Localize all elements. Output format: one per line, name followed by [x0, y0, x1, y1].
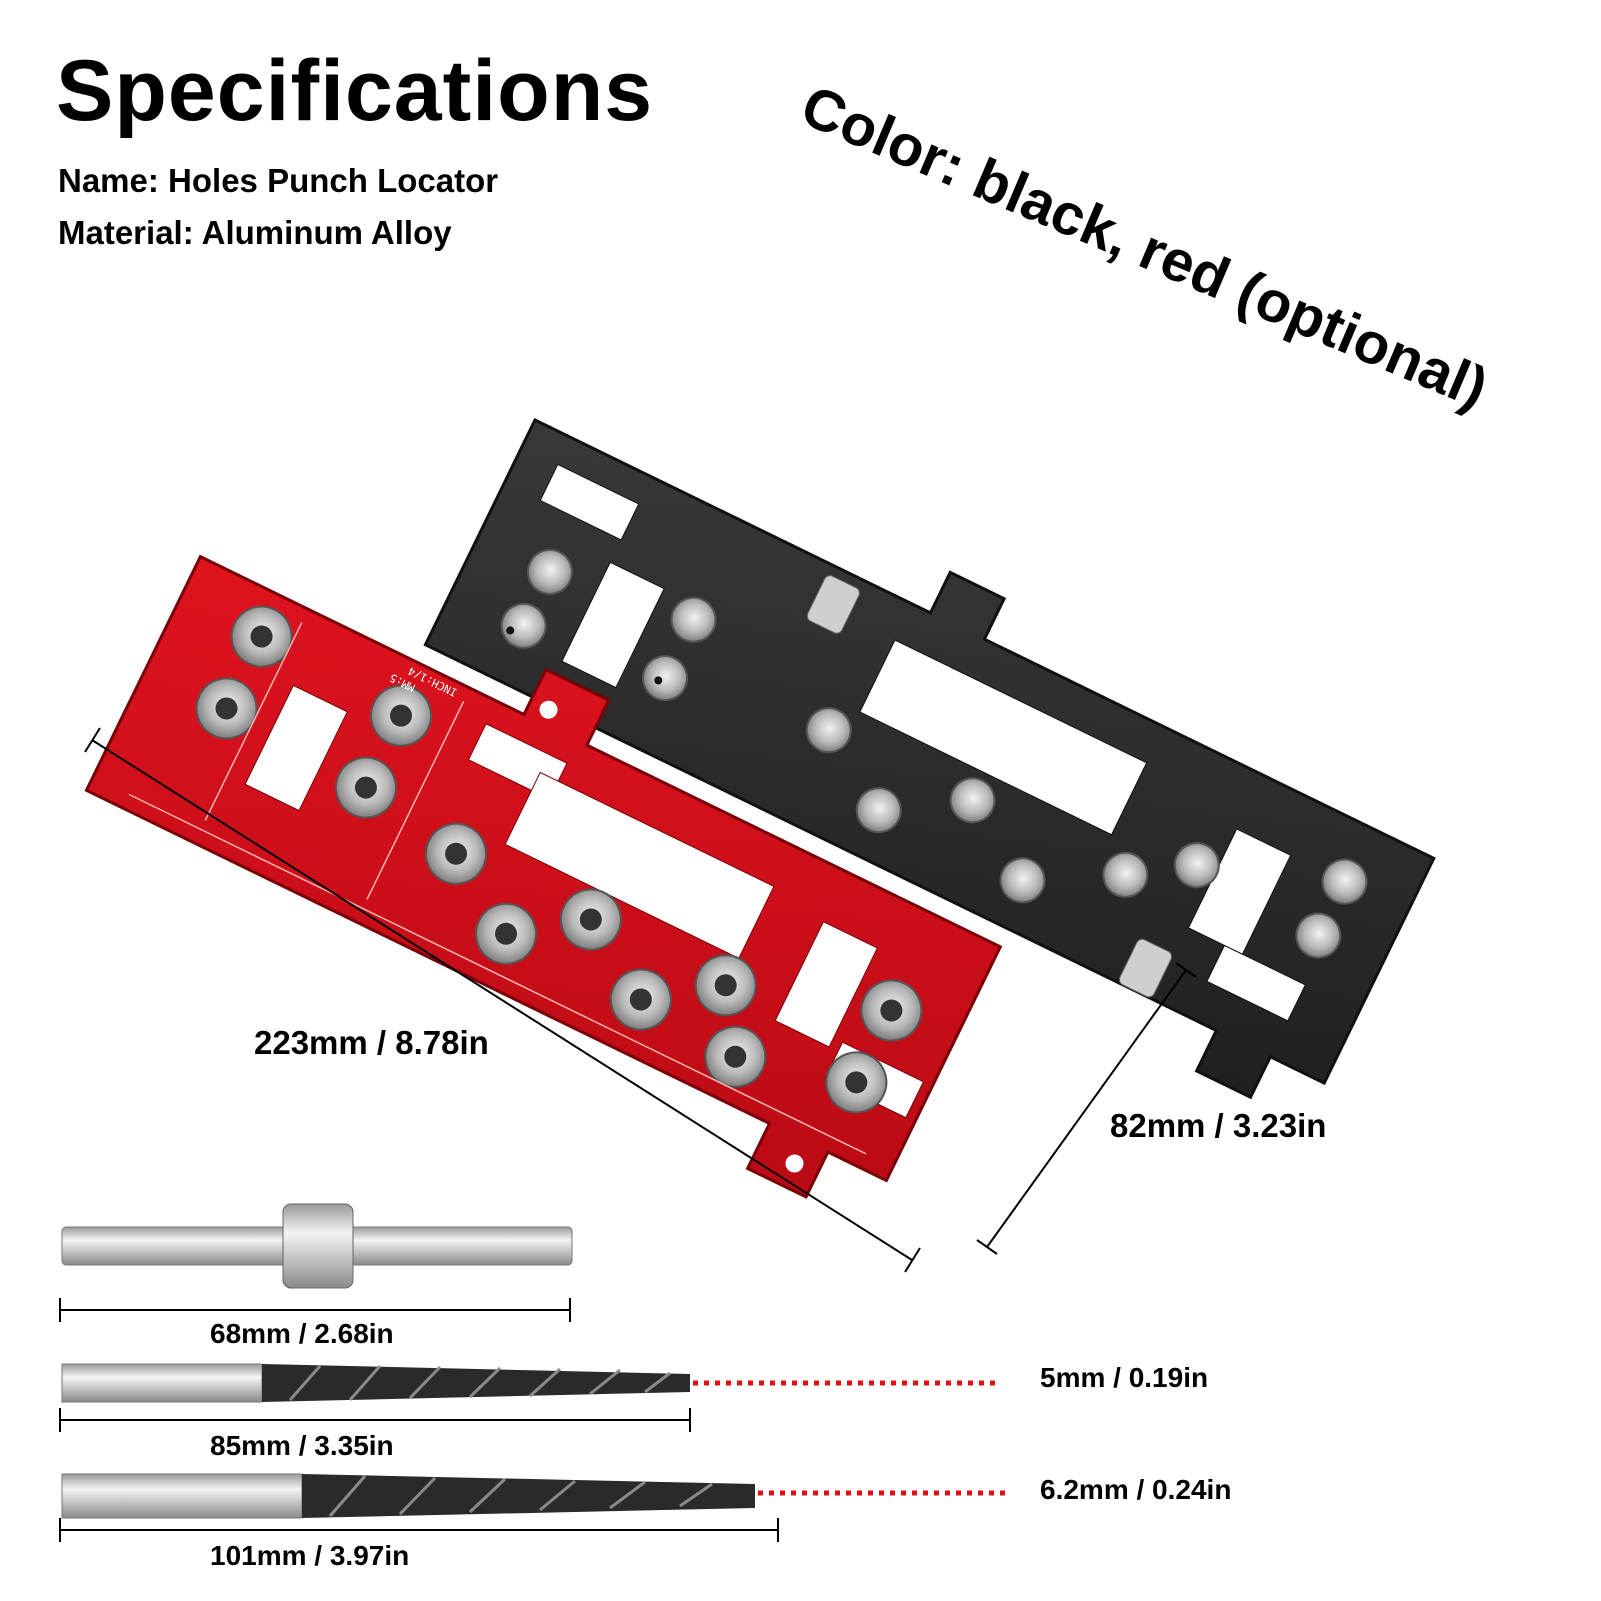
dimension-lines	[84, 727, 1197, 1273]
bit1-length-label: 85mm / 3.35in	[210, 1430, 394, 1461]
bit2-length-label: 101mm / 3.97in	[210, 1540, 410, 1571]
width-label: 82mm / 3.23in	[1110, 1107, 1327, 1144]
bit2-diameter-label: 6.2mm / 0.24in	[1040, 1474, 1232, 1505]
red-plate: INCH:1/4 MM:5	[84, 554, 1003, 1199]
drill-bit-6-2mm	[61, 1473, 755, 1519]
length-label: 223mm / 8.78in	[254, 1024, 489, 1061]
black-plate	[423, 417, 1436, 1100]
page-title: Specifications	[56, 43, 654, 139]
drill-bit-5mm	[61, 1363, 690, 1403]
alignment-pin	[61, 1203, 573, 1289]
bit1-diameter-label: 5mm / 0.19in	[1040, 1362, 1209, 1393]
spec-material: Material: Aluminum Alloy	[58, 214, 452, 251]
pin-length-label: 68mm / 2.68in	[210, 1318, 394, 1349]
spec-name: Name: Holes Punch Locator	[58, 162, 499, 199]
